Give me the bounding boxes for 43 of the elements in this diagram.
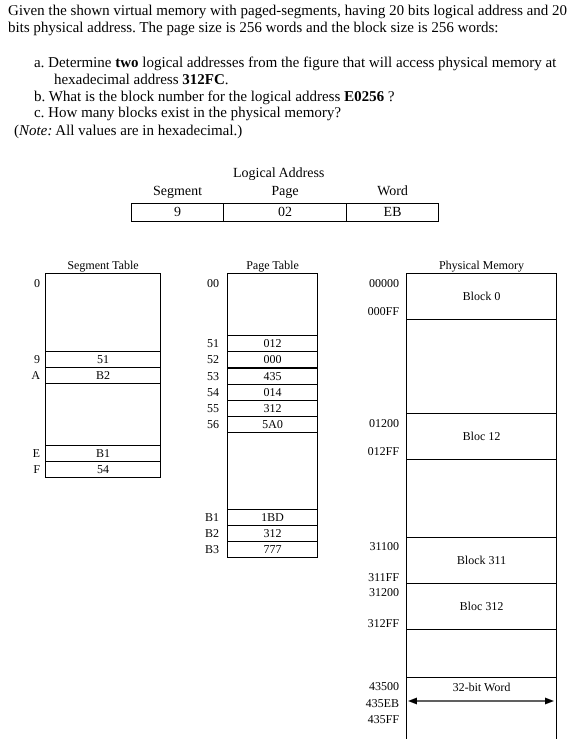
memory-address: 012FF: [368, 444, 399, 459]
address-field: EB: [346, 203, 439, 222]
row-index: 52: [207, 352, 219, 367]
row-index: 0: [34, 276, 40, 291]
address-field: 9: [131, 203, 224, 222]
note-text: (Note: All values are in hexadecimal.): [14, 123, 244, 140]
row-index: B3: [204, 542, 219, 557]
row-index: A: [31, 368, 40, 383]
question-item: a. Determine two logical addresses from the figure that will access physical memory at hexadecimal address 312FC.: [34, 55, 558, 89]
memory-address: 01200: [369, 416, 399, 431]
table-title: Physical Memory: [439, 258, 524, 273]
memory-address: 311FF: [368, 570, 399, 585]
address-heading: Logical Address: [233, 166, 324, 182]
row-index: 00: [207, 276, 219, 291]
memory-address: 31200: [369, 585, 399, 600]
row-index: F: [33, 462, 40, 477]
question-item: c. How many blocks exist in the physical memory?: [34, 105, 342, 122]
field-heading: Segment: [153, 184, 202, 200]
row-index: 9: [34, 352, 40, 367]
table-title: Page Table: [246, 258, 299, 273]
row-index: 51: [207, 336, 219, 351]
question-item: b. What is the block number for the logical address E0256 ?: [34, 89, 396, 106]
memory-address: 000FF: [368, 304, 399, 319]
row-index: 56: [207, 417, 219, 432]
memory-address: 31100: [369, 539, 399, 554]
question-text: Given the shown virtual memory with paged-segments, having 20 bits logical address and 20 bits physical address. The page size is 256 words and the block size is 256 words:: [8, 3, 568, 37]
row-index: E: [32, 446, 40, 461]
memory-address: 00000: [369, 276, 399, 291]
row-index: 53: [207, 369, 219, 384]
block-label: 32-bit Word: [452, 680, 510, 695]
table-title: Segment Table: [67, 258, 139, 273]
memory-address: 435FF: [368, 712, 399, 727]
field-heading: Page: [271, 184, 299, 200]
row-index: 55: [207, 401, 219, 416]
field-heading: Word: [377, 184, 408, 200]
row-index: B2: [204, 526, 219, 541]
memory-block: Bloc 12: [406, 413, 557, 460]
memory-address: 43500: [369, 679, 399, 694]
row-index: 54: [207, 385, 219, 400]
row-index: B1: [204, 510, 219, 525]
address-field: 02: [223, 203, 347, 222]
memory-address: 435EB: [366, 696, 399, 711]
memory-address: 312FF: [368, 616, 399, 631]
